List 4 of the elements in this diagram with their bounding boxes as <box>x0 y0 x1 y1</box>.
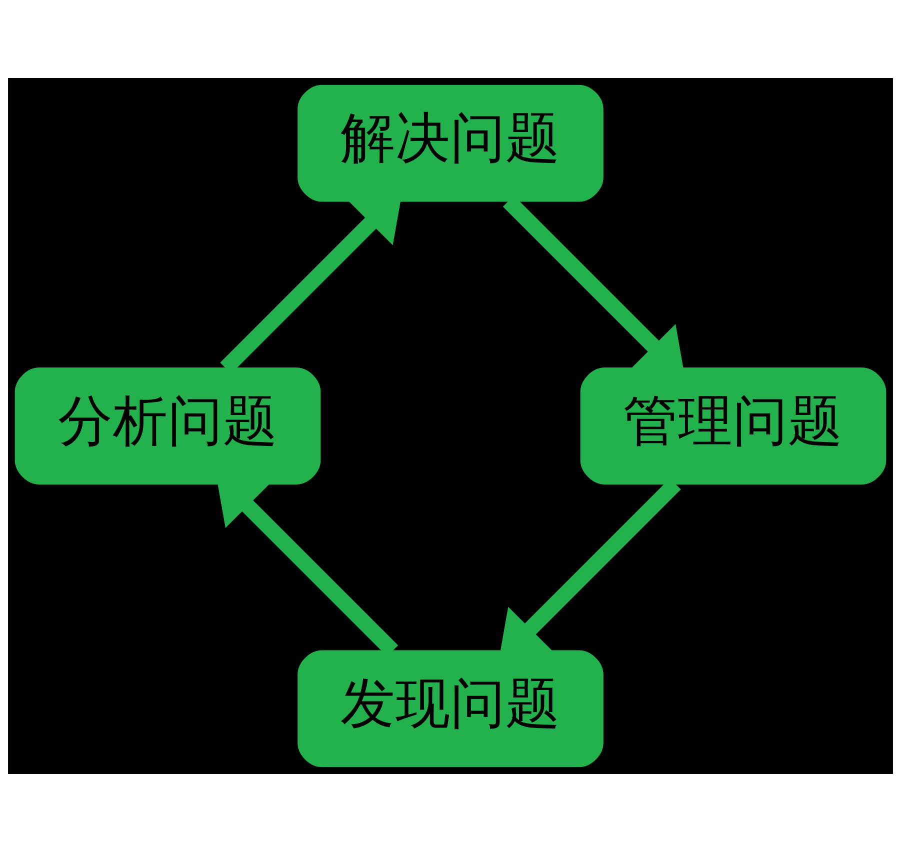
node-box: 分析问题 <box>14 368 321 484</box>
node-box: 发现问题 <box>298 650 604 768</box>
node-box: 解决问题 <box>298 84 604 202</box>
node-box: 管理问题 <box>580 368 886 484</box>
